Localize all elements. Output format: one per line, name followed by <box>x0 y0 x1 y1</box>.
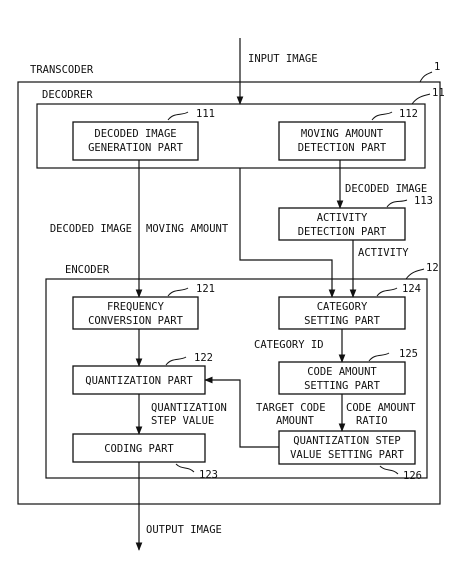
decoder-ref-leader <box>411 93 431 105</box>
code-amount-setting-part <box>278 361 406 395</box>
ref-124-leader <box>376 287 398 297</box>
encoder-ref: 12 <box>426 262 439 274</box>
ref-125-leader <box>368 352 390 362</box>
ref-112-leader <box>371 111 393 121</box>
code-amount-ratio-label-line2: RATIO <box>356 415 388 427</box>
frequency-conversion-line1: FREQUENCY <box>107 301 165 313</box>
moving-amount-arrow <box>239 168 336 298</box>
frequency-conversion-part <box>72 296 199 330</box>
quantization-line1: QUANTIZATION PART <box>85 375 193 387</box>
frequency-conversion-line2: CONVERSION PART <box>88 315 184 327</box>
ref-123: 123 <box>199 469 218 481</box>
target-code-amount-label-line1: TARGET CODE <box>256 402 326 414</box>
quantization-step-value-setting-line1: QUANTIZATION STEP <box>293 435 400 447</box>
ref-111: 111 <box>196 108 215 120</box>
activity-label: ACTIVITY <box>358 247 409 259</box>
ref-111-leader <box>167 111 189 121</box>
ref-122-leader <box>165 356 187 366</box>
output-image-label: OUTPUT IMAGE <box>146 524 222 536</box>
ref-126-leader <box>379 465 399 475</box>
category-id-label: CATEGORY ID <box>254 339 324 351</box>
quantization-step-value-setting-line2: VALUE SETTING PART <box>290 449 404 461</box>
activity-detection-line2: DETECTION PART <box>298 226 387 238</box>
ref-125: 125 <box>399 348 418 360</box>
coding-part <box>72 433 206 463</box>
decoded-image-right-label: DECODED IMAGE <box>345 183 427 195</box>
code-amount-ratio-label-line1: CODE AMOUNT <box>346 402 416 414</box>
input-image-label: INPUT IMAGE <box>248 53 318 65</box>
qstep-feedback-arrow <box>204 376 279 448</box>
ref-126: 126 <box>403 470 422 482</box>
ref-113: 113 <box>414 195 433 207</box>
ref-122: 122 <box>194 352 213 364</box>
decoded-image-left-label: DECODED IMAGE <box>50 223 132 235</box>
decoded-image-generation-line2: GENERATION PART <box>88 142 184 154</box>
ref-121-leader <box>167 287 189 297</box>
encoder-label: ENCODER <box>65 264 110 276</box>
encoder-ref-leader <box>405 268 425 280</box>
moving-amount-detection-line2: DETECTION PART <box>298 142 387 154</box>
decoder-ref: 11 <box>432 87 445 99</box>
moving-amount-detection-part <box>278 121 406 161</box>
quantization-step-value-setting-part <box>278 430 416 465</box>
quantization-step-value-label-line2: STEP VALUE <box>151 415 214 427</box>
ref-123-leader <box>175 463 195 473</box>
transcoder-ref-leader <box>419 71 433 83</box>
decoded-image-generation-part <box>72 121 199 161</box>
ref-112: 112 <box>399 108 418 120</box>
transcoder-ref: 1 <box>434 61 440 73</box>
code-amount-setting-line1: CODE AMOUNT <box>307 366 377 378</box>
activity-detection-line1: ACTIVITY <box>317 212 368 224</box>
moving-amount-label: MOVING AMOUNT <box>146 223 229 235</box>
ref-113-leader <box>386 199 408 208</box>
ref-121: 121 <box>196 283 215 295</box>
coding-line1: CODING PART <box>104 443 174 455</box>
transcoder-label: TRANSCODER <box>30 64 94 76</box>
transcoder-frame <box>17 81 441 505</box>
category-setting-part <box>278 296 406 330</box>
encoder-frame <box>45 278 428 479</box>
ref-124: 124 <box>402 283 421 295</box>
moving-amount-detection-line1: MOVING AMOUNT <box>301 128 384 140</box>
decoder-label: DECODRER <box>42 89 93 101</box>
code-amount-setting-line2: SETTING PART <box>304 380 381 392</box>
quantization-step-value-label-line1: QUANTIZATION <box>151 402 227 414</box>
target-code-amount-label-line2: AMOUNT <box>276 415 315 427</box>
decoder-frame <box>36 103 426 169</box>
decoded-image-generation-line1: DECODED IMAGE <box>94 128 176 140</box>
category-setting-line2: SETTING PART <box>304 315 381 327</box>
category-setting-line1: CATEGORY <box>317 301 368 313</box>
